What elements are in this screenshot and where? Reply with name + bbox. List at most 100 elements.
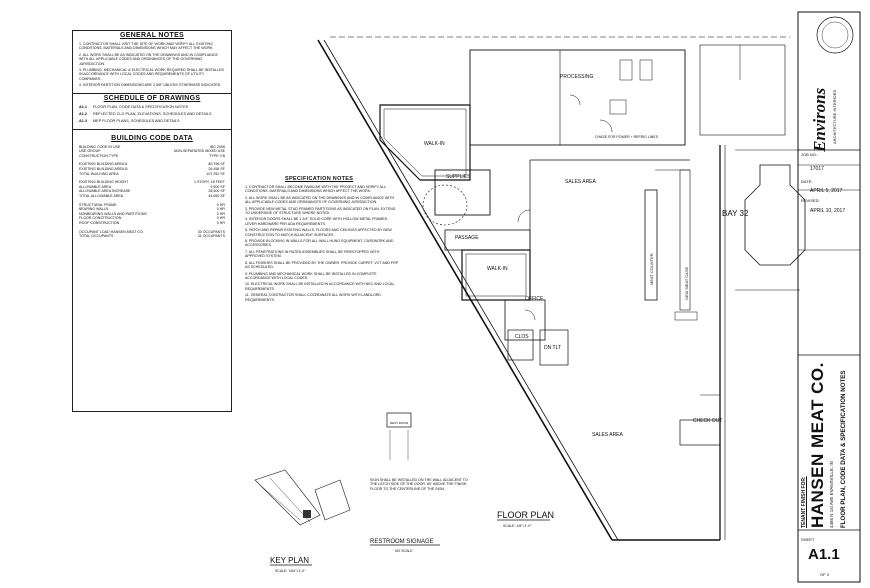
schedule-item: A1.2 REFLECTED CLG PLAN, ELEVATIONS, SCHE…: [79, 111, 225, 118]
room-label-walk-in-1: WALK-IN: [424, 141, 445, 147]
restroom-signage-title: RESTROOM SIGNAGE: [370, 539, 434, 545]
spec-note: 9. PLUMBING AND MECHANICAL WORK SHALL BE…: [245, 271, 377, 280]
schedule-desc: FLOOR PLAN, CODE DATA & SPECIFICATION NO…: [93, 104, 189, 109]
room-label-walk-in-2: WALK-IN: [487, 266, 508, 272]
revised-value: APRIL 10, 2017: [810, 208, 846, 214]
code-data-key: TOTAL ALLOWABLE AREA: [79, 194, 124, 198]
job-no: 17017: [810, 166, 824, 172]
schedule-item: A1.1 FLOOR PLAN, CODE DATA & SPECIFICATIO…: [79, 104, 225, 111]
sheet-label: SHEET: [801, 537, 815, 542]
spec-note: 1. CONTRACTOR SHALL BECOME FAMILIAR WITH…: [245, 185, 386, 194]
code-data-row: OCCUPANT LOAD HANSEN MEAT CO.30 OCCUPANT…: [79, 230, 225, 235]
code-data-row: STRUCTURAL FRAME 0 HR: [79, 203, 225, 208]
code-data-value: 0 HR: [216, 216, 225, 221]
schedule-item: A1.3 MEP FLOOR PLANS, SCHEDULES AND DETAI…: [79, 118, 225, 125]
meat-counter-label: MEAT COUNTER: [649, 253, 654, 285]
code-data-row: EXISTING BUILDING HEIGHT 1 STORY, 18 FEET: [79, 180, 225, 185]
notes-column: GENERAL NOTES 1. CONTRACTOR SHALL VISIT …: [72, 30, 232, 412]
spec-note: 11. GENERAL CONTRACTOR SHALL COORDINATE …: [245, 293, 381, 302]
floor-plan-scale: SCALE: 1/8"=1'-0": [503, 524, 532, 528]
code-data-key: BEARING WALLS: [79, 207, 109, 212]
date-value: APRIL 5, 2017: [810, 188, 843, 194]
code-data-key: EXISTING BUILDING AREA A: [79, 162, 128, 167]
code-data-value: 28,500 SF: [208, 189, 225, 194]
key-plan-title: KEY PLAN: [270, 556, 309, 565]
code-data-value: 9,500 SF: [210, 184, 225, 189]
sheet-title: FLOOR PLAN, CODE DATA & SPECIFICATION NO…: [840, 370, 847, 528]
job-no-label: JOB NO.:: [801, 152, 819, 157]
code-data-key: BUILDING CODE IN USE: [79, 144, 121, 149]
tenant-label: TENANT FINISH FOR:: [801, 476, 807, 528]
room-label-sales-area-1: SALES AREA: [565, 179, 597, 185]
spec-note: 4. INTERIOR DOORS SHALL BE 1 3/4" SOLID …: [245, 217, 389, 226]
restroom-signage-scale: NO SCALE: [395, 549, 413, 553]
code-data-key: ALLOWABLE AREA INCREASE: [79, 189, 131, 194]
code-data-key: CONSTRUCTION TYPE: [79, 153, 119, 158]
general-note: 3. PLUMBING, MECHANICAL & ELECTRICAL WOR…: [79, 68, 225, 81]
room-label-bay: BAY 32: [722, 209, 749, 218]
code-data-key: ALLOWABLE AREA: [79, 184, 112, 189]
room-label-chase: CHASE FOR POWER + REFRIG LINES: [595, 135, 659, 139]
code-data-key: NONBEARING WALLS AND PARTITIONS: [79, 211, 147, 216]
code-data-key: TOTAL BUILDING AREA: [79, 171, 119, 176]
code-data-value: 1 STORY, 18 FEET: [194, 180, 225, 185]
general-notes-title: GENERAL NOTES: [119, 32, 185, 39]
schedule-sheet: A1.2: [79, 111, 88, 116]
key-plan-scale: SCALE: 1/64"=1'-0": [275, 569, 306, 573]
schedule-title: SCHEDULE OF DRAWINGS: [103, 94, 201, 102]
code-data-key: STRUCTURAL FRAME: [79, 202, 117, 207]
general-note: 4. INTERIOR PARTITION DIMENSIONS ARE 3 5…: [79, 83, 222, 88]
spec-note: 7. ALL PENETRATIONS IN RATED ASSEMBLIES …: [245, 249, 380, 259]
code-data-value: 0 HR: [216, 211, 225, 216]
spec-note: 8. ALL FINISHES SHALL BE PROVIDED BY THE…: [245, 260, 399, 270]
code-data-row: NONBEARING WALLS AND PARTITIONS 0 HR: [79, 212, 225, 217]
general-note: 2. ALL WORK SHALL BE AS INDICATED ON THE…: [79, 52, 218, 66]
code-data-key: OCCUPANT LOAD HANSEN MEAT CO.: [79, 229, 144, 234]
room-label-passage: PASSAGE: [455, 235, 479, 241]
code-data-title: BUILDING CODE DATA: [111, 134, 193, 142]
code-data-key: FLOOR CONSTRUCTION: [79, 216, 122, 221]
architect-subtitle: ARCHITECTURE INTERIORS: [832, 89, 837, 144]
spec-note: 10. ELECTRICAL WORK SHALL BE INSTALLED I…: [245, 282, 395, 291]
schedule-sheet: A1.3: [79, 118, 88, 123]
revised-label: REVISED:: [801, 198, 820, 203]
code-data-key: EXISTING BUILDING HEIGHT: [79, 180, 129, 185]
code-data-row: ALLOWABLE AREA INCREASE 28,500 SF: [79, 189, 225, 194]
room-label-clos: CLOS: [515, 334, 529, 340]
schedule-desc: MEP FLOOR PLANS, SCHEDULES AND DETAILS: [93, 118, 180, 123]
schedule-list: A1.1 FLOOR PLAN, CODE DATA & SPECIFICATIO…: [73, 102, 231, 129]
spec-notes-panel: SPECIFICATION NOTES 1. CONTRACTOR SHALL …: [245, 176, 400, 376]
code-data-row: ALLOWABLE AREA 9,500 SF: [79, 185, 225, 190]
general-notes-list: 1. CONTRACTOR SHALL VISIT THE SITE OF WO…: [73, 39, 231, 91]
architect-logo: Environs: [810, 87, 829, 152]
spec-note: 2. ALL WORK SHALL BE AS INDICATED ON THE…: [245, 195, 395, 205]
sheet-of: OF 3: [820, 572, 829, 577]
code-data-value: 0 HR: [216, 202, 225, 207]
room-label-rest-room: REST ROOM: [390, 421, 409, 425]
general-note: 1. CONTRACTOR SHALL VISIT THE SITE OF WO…: [79, 42, 214, 51]
schedule-sheet: A1.1: [79, 104, 88, 109]
room-label-sales-area-2: SALES AREA: [592, 432, 624, 438]
code-data-value: 31 OCCUPANTS: [197, 234, 225, 239]
schedule-desc: REFLECTED CLG PLAN, ELEVATIONS, SCHEDULE…: [93, 111, 212, 116]
restroom-sign-note: SIGN SHALL BE INSTALLED ON THE WALL ADJA…: [370, 478, 468, 491]
sheet-number: A1.1: [808, 546, 840, 563]
room-label-dn-tlt: DN TLT: [544, 345, 561, 351]
code-data-key: EXISTING BUILDING AREA B: [79, 167, 128, 172]
code-data-value: 107,252 SF: [206, 171, 225, 176]
code-data-value: IBC 2006: [210, 144, 225, 149]
spec-note: 3. PROVIDE NEW METAL STUD FRAMED PARTITI…: [245, 206, 396, 216]
client-address: 4465 N 1st AVE EVANSVILLE, IN: [829, 461, 834, 528]
room-label-office: OFFICE: [525, 296, 544, 302]
code-data-value: 0 HR: [216, 207, 225, 212]
room-label-supplies: SUPPLIES: [446, 174, 471, 180]
